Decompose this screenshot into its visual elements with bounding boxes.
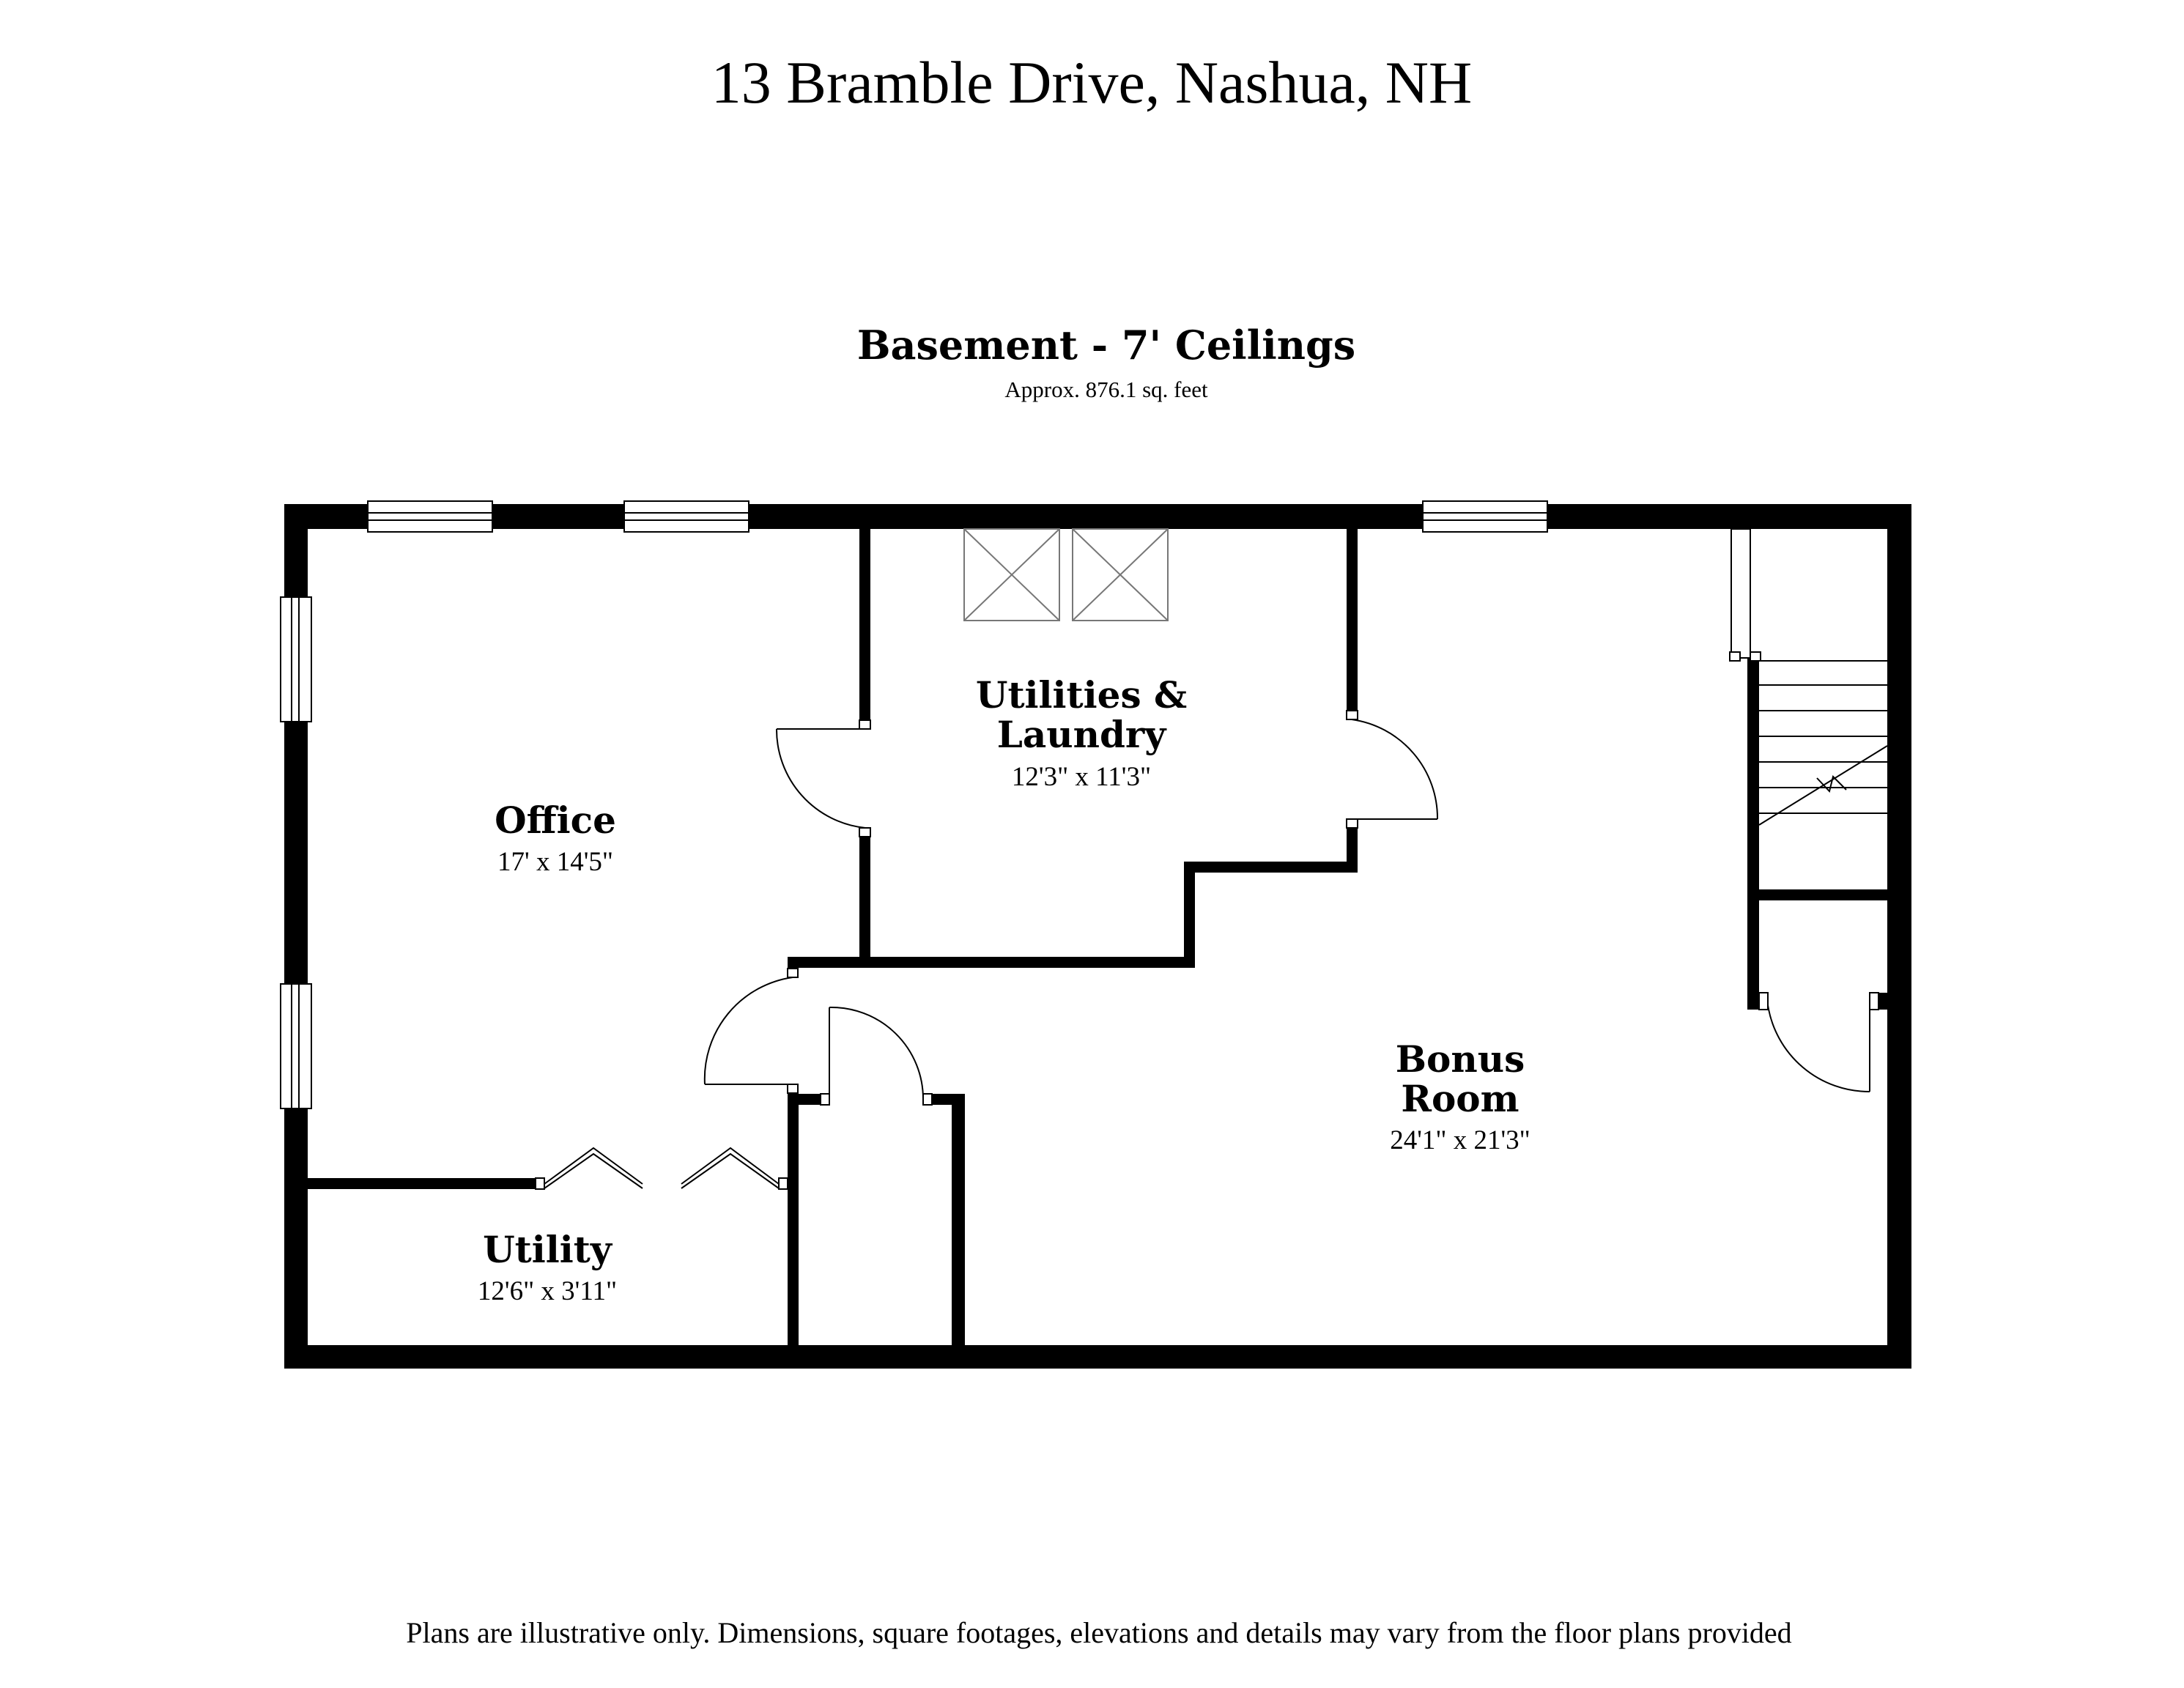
room-dimensions: 12'3" x 11'3" <box>1012 762 1151 792</box>
room-label-utility: Utility 12'6" x 3'11" <box>478 1228 617 1306</box>
room-dimensions: 12'6" x 3'11" <box>478 1276 617 1306</box>
windows <box>280 500 1548 1109</box>
room-label-office: Office 17' x 14'5" <box>495 799 616 877</box>
floor-title: Basement - 7' Ceilings <box>857 322 1355 369</box>
room-dimensions: 24'1" x 21'3" <box>1390 1125 1530 1155</box>
stairs <box>1729 528 1888 826</box>
room-name: Utility <box>483 1228 613 1271</box>
room-label-bonus-room: Bonus Room 24'1" x 21'3" <box>1390 1037 1530 1155</box>
property-address: 13 Bramble Drive, Nashua, NH <box>711 49 1472 116</box>
disclaimer: Plans are illustrative only. Dimensions,… <box>406 1616 1791 1649</box>
room-dimensions: 17' x 14'5" <box>497 847 613 877</box>
room-name: Bonus <box>1396 1037 1525 1081</box>
room-name: Room <box>1401 1077 1519 1120</box>
floor-area: Approx. 876.1 sq. feet <box>1004 377 1208 402</box>
room-label-utilities-laundry: Utilities & Laundry 12'3" x 11'3" <box>976 673 1187 792</box>
washer-dryer <box>963 528 1169 621</box>
doors <box>535 710 1879 1190</box>
room-name: Laundry <box>997 713 1168 756</box>
interior-walls <box>308 529 1887 1345</box>
exterior-walls <box>284 504 1911 1369</box>
room-name: Office <box>495 799 616 842</box>
room-name: Utilities & <box>976 673 1187 717</box>
